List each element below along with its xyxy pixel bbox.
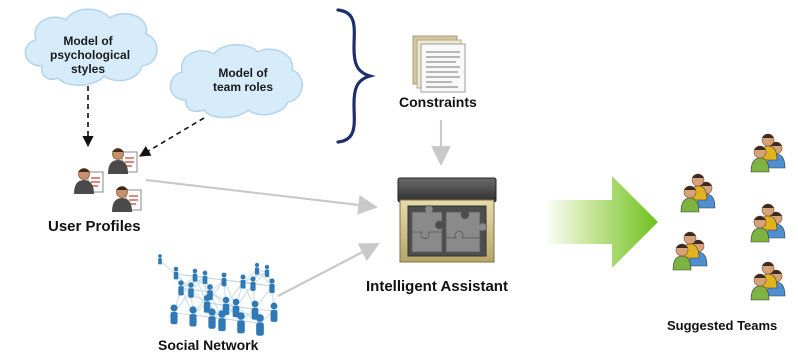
network-link bbox=[223, 279, 244, 283]
user-profile-icon bbox=[74, 168, 104, 194]
user-profile-icons bbox=[74, 148, 142, 212]
curly-brace bbox=[336, 8, 376, 144]
cloud-roles-line1: Model of bbox=[218, 66, 268, 80]
network-person bbox=[240, 274, 246, 289]
network-person bbox=[232, 298, 240, 318]
team-group-icon bbox=[750, 261, 786, 301]
network-link bbox=[256, 269, 273, 287]
arrow-profiles-to-assistant bbox=[145, 178, 378, 215]
network-person bbox=[189, 306, 197, 327]
network-person bbox=[251, 300, 259, 320]
network-link bbox=[242, 269, 258, 283]
team-group-icon bbox=[680, 173, 716, 213]
user-profile-icon bbox=[112, 186, 142, 212]
big-output-arrow bbox=[544, 176, 658, 268]
cloud-psychological-styles bbox=[24, 8, 158, 86]
network-link bbox=[175, 273, 196, 277]
network-link bbox=[242, 271, 268, 283]
cloud-roles-line2: team roles bbox=[212, 80, 274, 94]
network-person bbox=[264, 264, 270, 278]
network-link bbox=[252, 271, 268, 285]
network-person bbox=[202, 270, 208, 284]
network-person bbox=[250, 276, 256, 291]
cloud-psych-label: Model of psychological styles bbox=[50, 34, 131, 76]
network-link bbox=[180, 277, 206, 289]
arrow-roles-to-profiles bbox=[139, 117, 205, 157]
team-group-icon bbox=[750, 133, 786, 173]
constraints-label: Constraints bbox=[399, 94, 477, 110]
puzzle-box-icon bbox=[397, 177, 497, 263]
user-profiles-label: User Profiles bbox=[48, 218, 141, 235]
network-person bbox=[173, 266, 179, 280]
network-person bbox=[178, 280, 184, 296]
network-link bbox=[180, 275, 196, 289]
network-person bbox=[203, 294, 211, 313]
network-person bbox=[269, 278, 275, 294]
user-profile-icon bbox=[108, 148, 138, 174]
arrow-network-to-assistant bbox=[277, 243, 380, 297]
social-network-label: Social Network bbox=[158, 337, 259, 353]
suggested-teams-label: Suggested Teams bbox=[667, 318, 778, 333]
network-link bbox=[180, 287, 208, 304]
intelligent-assistant-label: Intelligent Assistant bbox=[366, 278, 508, 295]
cloud-psych-line3: styles bbox=[70, 62, 106, 76]
network-person bbox=[270, 302, 278, 322]
network-link bbox=[194, 275, 211, 293]
social-network-icon bbox=[158, 254, 278, 336]
network-person bbox=[158, 254, 162, 265]
cloud-team-roles bbox=[169, 44, 303, 119]
team-group-icon bbox=[750, 203, 786, 243]
network-person bbox=[221, 272, 227, 287]
network-link bbox=[159, 260, 177, 275]
network-person bbox=[254, 262, 260, 275]
cloud-psych-line1: Model of bbox=[63, 34, 113, 48]
cloud-psych-line2: psychological bbox=[50, 48, 131, 62]
document-stack-icon bbox=[412, 35, 466, 93]
network-person bbox=[222, 296, 230, 315]
suggested-teams-icons bbox=[672, 133, 786, 301]
cloud-roles-label: Model of team roles bbox=[200, 66, 286, 94]
network-person bbox=[192, 268, 198, 282]
team-group-icon bbox=[672, 231, 708, 271]
network-person bbox=[170, 304, 178, 325]
network-person bbox=[188, 282, 194, 298]
